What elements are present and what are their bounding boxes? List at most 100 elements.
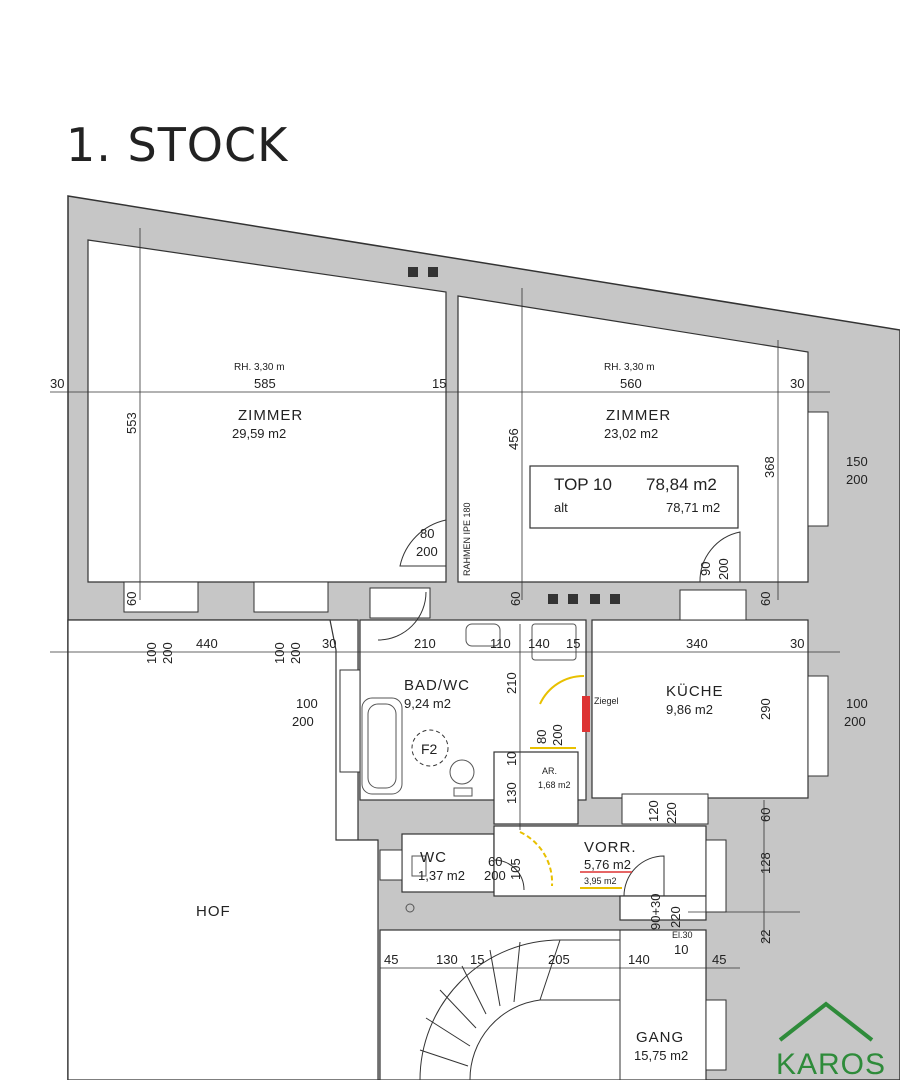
dim: 150 [846,454,868,469]
room-height: RH. 3,30 m [604,362,655,373]
dim: 60 [124,592,139,606]
room-wc [401,833,495,893]
window-bad-left [339,669,361,773]
dim: 200 [550,724,565,746]
door-vorr [623,855,665,897]
room-area: 29,59 m2 [232,426,286,441]
alt-area: 78,71 m2 [666,500,720,515]
dim: 80 [420,526,434,541]
window-kueche-right [807,675,829,777]
dim: 15 [566,636,580,651]
room-zimmer1 [87,239,447,583]
top-box-text: TOP 10 78,84 m2 alt 78,71 m2 [554,475,720,515]
room-area: 9,86 m2 [666,702,713,717]
el-label: El.30 [672,930,693,940]
dim: 100 [846,696,868,711]
dim: 120 [646,800,661,822]
dim: 15 [432,376,446,391]
karos-logo: KAROS [776,1001,885,1080]
dim: 60 [758,808,773,822]
dim: 340 [686,636,708,651]
dim: 10 [504,752,519,766]
alt-label: alt [554,500,568,515]
staircase [419,930,621,1080]
dim: 210 [504,672,519,694]
room-ar [493,751,579,825]
dim: 60 [488,854,502,869]
dim: 45 [712,952,726,967]
room-name: WC [420,849,447,866]
top-area: 78,84 m2 [646,475,717,494]
sink [465,623,501,647]
door-zimmer1 [399,519,447,567]
dim: 200 [292,714,314,729]
room-name: KÜCHE [666,682,724,700]
dim: 140 [628,952,650,967]
dim: 22 [758,930,773,944]
dimension-labels: 30 585 15 560 30 553 456 368 150 200 80 … [50,376,868,967]
window-kueche-bottom [621,793,709,825]
toilet [449,759,475,785]
room-name: AR. [542,766,557,776]
top-box [529,465,739,529]
dim: 210 [414,636,436,651]
room-area: 15,75 m2 [634,1048,688,1063]
window-vorr-right [705,839,727,913]
rahmen-label: RAHMEN IPE 180 [462,502,472,576]
bathtub [361,697,403,795]
el-number: 10 [674,942,688,957]
dim: 140 [528,636,550,651]
room-kueche [591,619,809,799]
dim: 200 [716,558,731,580]
door-kueche [539,674,585,705]
dim: 220 [668,906,683,928]
dim: 200 [484,868,506,883]
dim: 100 [296,696,318,711]
misc-labels: Ziegel RAHMEN IPE 180 F2 El.30 10 [421,502,693,957]
dim: 90+30 [648,893,663,930]
dim: 45 [384,952,398,967]
dim: 90 [698,562,713,576]
dim: 110 [490,636,511,651]
hof-area [67,619,379,1080]
logo-roof-icon [778,1001,874,1042]
dim: 130 [504,782,519,804]
window-wc-left [379,849,403,881]
door-bad [377,591,427,641]
room-name: VORR. [584,839,637,856]
room-name: ZIMMER [238,407,303,424]
dim: 30 [790,636,804,651]
window-gang-right [705,999,727,1071]
chimneys [408,267,620,604]
dim: 200 [844,714,866,729]
dim: 368 [762,456,777,478]
hof-label: HOF [196,903,231,920]
dim: 80 [534,730,549,744]
ziegel-label: Ziegel [594,696,619,706]
dim: 220 [664,802,679,824]
room-area: 5,76 m2 [584,857,631,872]
f2-marker [411,729,449,767]
room-labels: RH. 3,30 m ZIMMER 29,59 m2 RH. 3,30 m ZI… [196,362,724,1063]
dim: 130 [436,952,458,967]
room-name: BAD/WC [404,677,470,694]
door-zimmer2 [699,531,741,583]
room-height: RH. 3,30 m [234,362,285,373]
page-title: 1. STOCK [66,118,289,172]
dim: 30 [790,376,804,391]
dim: 60 [508,592,523,606]
room-area-alt: 3,95 m2 [584,876,617,886]
window-zimmer1-b [253,581,329,613]
dim: 290 [758,698,773,720]
stove [531,623,577,661]
wc-toilet [411,855,427,877]
dim: 30 [50,376,64,391]
window-zimmer2-right [807,411,829,527]
dim: 15 [470,952,484,967]
dim: 100 [144,642,159,664]
dim: 200 [288,642,303,664]
doors [377,519,741,897]
dimension-lines [50,228,840,969]
dim: 30 [322,636,336,651]
